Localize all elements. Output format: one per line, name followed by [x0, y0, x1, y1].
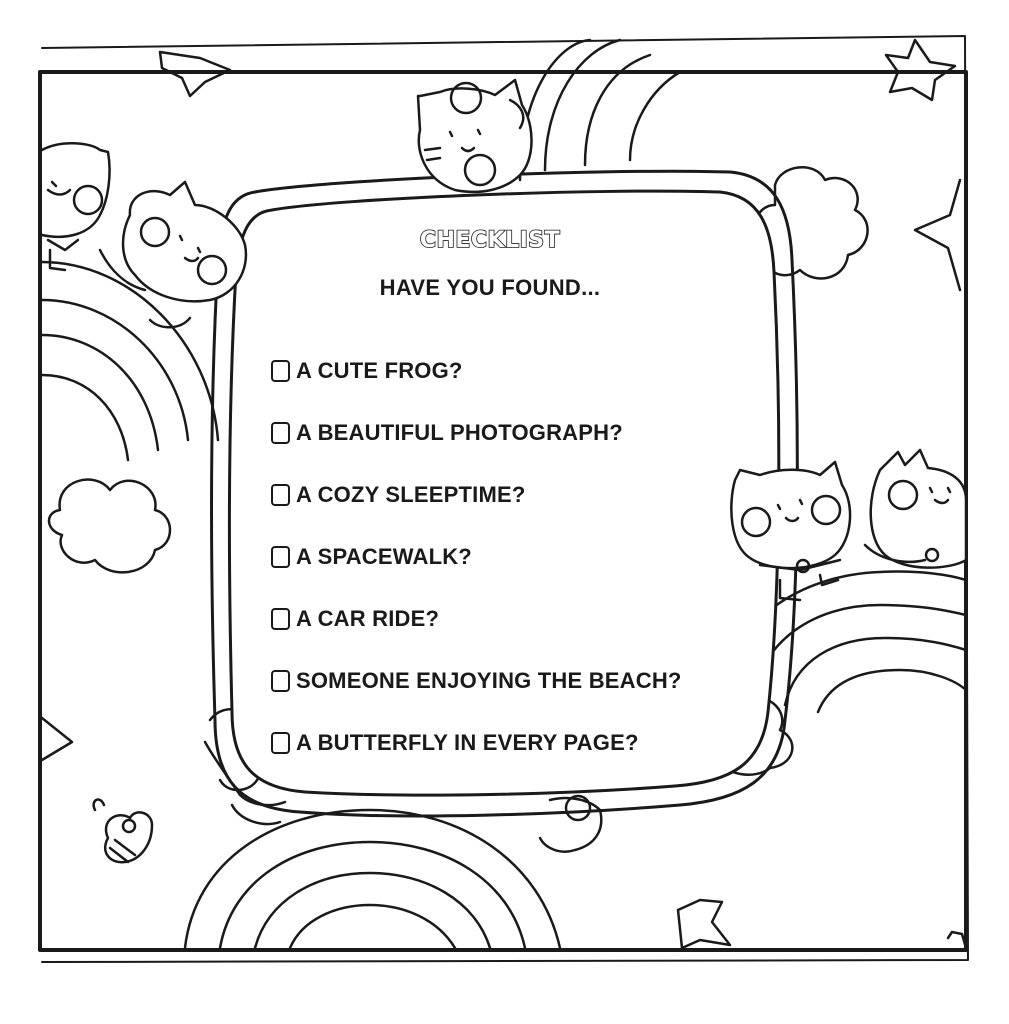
checklist-item: A CUTE FROG? [271, 340, 682, 402]
cat-icon [730, 460, 852, 602]
checklist-items: A CUTE FROG? A BEAUTIFUL PHOTOGRAPH? A C… [271, 340, 682, 774]
checklist-item-label: A BUTTERFLY IN EVERY PAGE? [296, 730, 639, 755]
cat-icon [416, 78, 533, 194]
cloud-icon [47, 478, 172, 574]
checkbox-icon[interactable] [271, 484, 290, 506]
checklist-item-label: A CUTE FROG? [296, 358, 463, 383]
bee-icon [92, 798, 154, 864]
checklist-item: A CAR RIDE? [271, 588, 682, 650]
cat-icon [98, 180, 248, 329]
star-icon [40, 716, 74, 762]
cat-icon [946, 930, 968, 950]
checkbox-icon[interactable] [271, 360, 290, 382]
checklist-item: A SPACEWALK? [271, 526, 682, 588]
star-icon [676, 898, 732, 950]
cat-icon [203, 740, 603, 853]
checklist-item-label: A CAR RIDE? [296, 606, 440, 631]
checklist-subtitle: HAVE YOU FOUND... [379, 275, 601, 300]
checklist-card: CHECKLIST HAVE YOU FOUND... A CUTE FROG?… [255, 222, 735, 762]
checklist-item: SOMEONE ENJOYING THE BEACH? [271, 650, 682, 712]
cat-icon [863, 448, 968, 569]
checkbox-icon[interactable] [271, 422, 290, 444]
checklist-title: CHECKLIST [419, 227, 561, 254]
checklist-item-label: A SPACEWALK? [296, 544, 472, 569]
checkbox-icon[interactable] [271, 608, 290, 630]
rainbow-icon [518, 38, 682, 182]
star-icon [913, 178, 962, 292]
checkbox-icon[interactable] [271, 732, 290, 754]
star-icon [158, 50, 232, 98]
checklist-item: A BUTTERFLY IN EVERY PAGE? [271, 712, 682, 774]
star-icon [884, 38, 957, 102]
cat-icon [40, 142, 111, 272]
checklist-item-label: A BEAUTIFUL PHOTOGRAPH? [296, 420, 623, 445]
checklist-item-label: A COZY SLEEPTIME? [296, 482, 526, 507]
checkbox-icon[interactable] [271, 546, 290, 568]
rainbow-icon [183, 808, 562, 950]
checkbox-icon[interactable] [271, 670, 290, 692]
checklist-item-label: SOMEONE ENJOYING THE BEACH? [296, 668, 682, 693]
checklist-item: A COZY SLEEPTIME? [271, 464, 682, 526]
checklist-item: A BEAUTIFUL PHOTOGRAPH? [271, 402, 682, 464]
